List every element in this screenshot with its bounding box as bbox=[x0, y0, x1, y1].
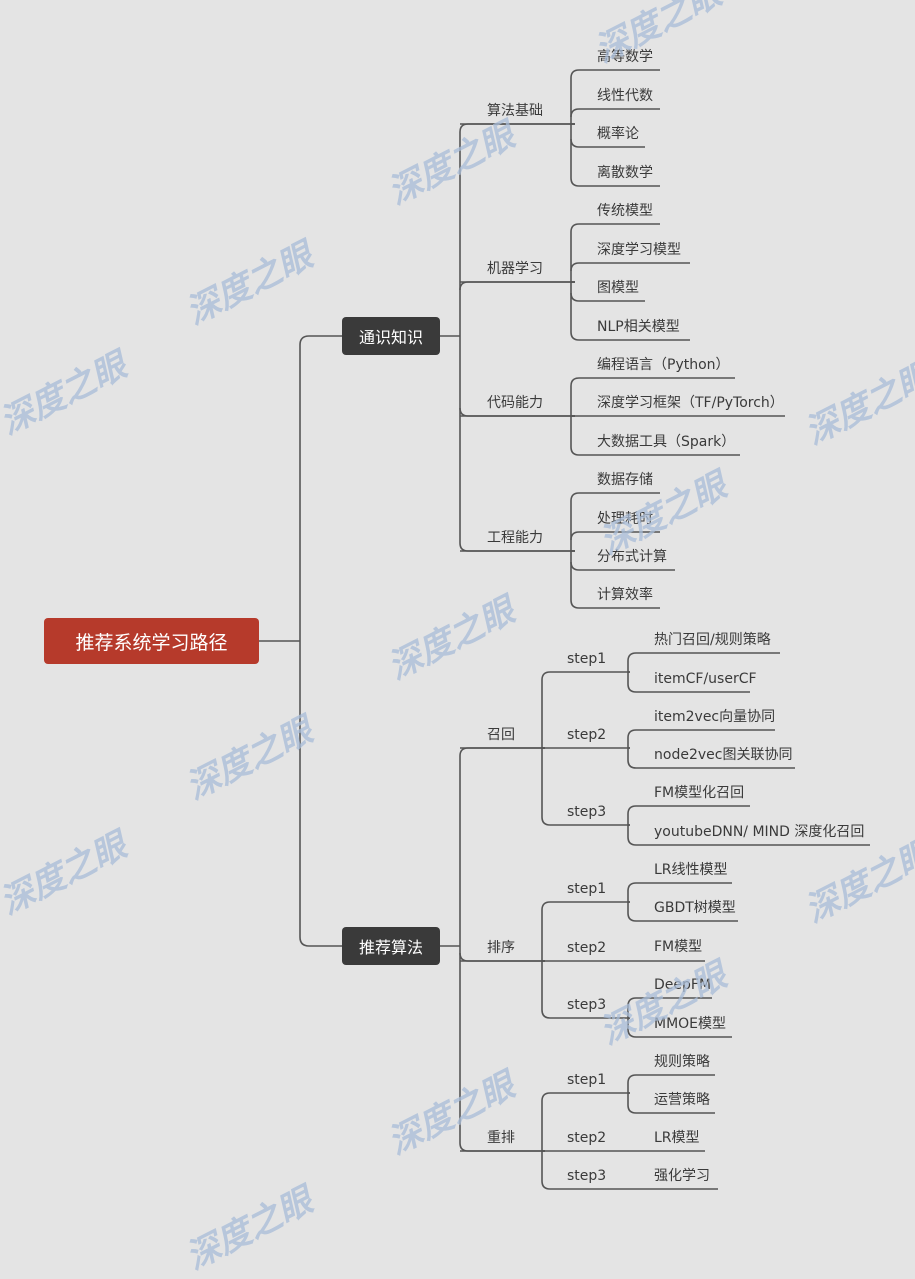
topic-node[interactable]: 处理耗时 bbox=[597, 511, 653, 527]
branch-rec-algorithms[interactable]: 推荐算法 bbox=[342, 927, 440, 965]
topic-node[interactable]: 离散数学 bbox=[597, 165, 653, 181]
connector-line bbox=[627, 729, 775, 739]
connector-line bbox=[541, 1009, 630, 1019]
connector-line bbox=[541, 1180, 630, 1190]
stage-node[interactable]: 重排 bbox=[487, 1130, 515, 1146]
topic-node[interactable]: 高等数学 bbox=[597, 49, 653, 65]
connector-line bbox=[627, 836, 870, 846]
connector-line bbox=[541, 1092, 630, 1102]
method-node[interactable]: 热门召回/规则策略 bbox=[654, 632, 771, 648]
connector-line bbox=[570, 599, 660, 609]
method-node[interactable]: LR线性模型 bbox=[654, 862, 728, 878]
step-node[interactable]: step1 bbox=[567, 1072, 607, 1088]
connector-line bbox=[459, 747, 545, 757]
stage-node[interactable]: 排序 bbox=[487, 940, 515, 956]
connector-line bbox=[570, 262, 690, 272]
method-node[interactable]: FM模型化召回 bbox=[654, 785, 745, 801]
method-node[interactable]: 规则策略 bbox=[654, 1054, 710, 1070]
step-node[interactable]: step2 bbox=[567, 727, 607, 743]
step-node[interactable]: step3 bbox=[567, 997, 607, 1013]
root-node[interactable]: 推荐系统学习路径 bbox=[44, 618, 259, 664]
method-node[interactable]: MMOE模型 bbox=[654, 1016, 727, 1032]
method-node[interactable]: GBDT树模型 bbox=[654, 900, 736, 916]
method-node[interactable]: 强化学习 bbox=[654, 1168, 710, 1184]
category-node[interactable]: 代码能力 bbox=[487, 395, 543, 411]
connector-line bbox=[627, 1074, 715, 1084]
connector-line bbox=[570, 331, 690, 341]
connector-line bbox=[627, 683, 750, 693]
method-node[interactable]: youtubeDNN/ MIND 深度化召回 bbox=[654, 824, 865, 840]
connector-line bbox=[627, 759, 795, 769]
connector-line bbox=[570, 492, 660, 502]
connector-line bbox=[627, 997, 712, 1007]
connector-line bbox=[459, 281, 575, 291]
category-node[interactable]: 算法基础 bbox=[487, 103, 543, 119]
connector-line bbox=[570, 108, 660, 118]
connector-line bbox=[570, 531, 660, 541]
connector-line bbox=[541, 816, 630, 826]
connector-line bbox=[299, 335, 342, 346]
connector-line bbox=[627, 805, 750, 815]
step-node[interactable]: step2 bbox=[567, 1130, 607, 1146]
step-node[interactable]: step1 bbox=[567, 881, 607, 897]
topic-node[interactable]: 图模型 bbox=[597, 280, 639, 296]
topic-node[interactable]: NLP相关模型 bbox=[597, 319, 680, 335]
topic-node[interactable]: 大数据工具（Spark） bbox=[597, 434, 736, 450]
connector-line bbox=[299, 936, 342, 947]
topic-node[interactable]: 深度学习模型 bbox=[597, 242, 681, 258]
connector-line bbox=[627, 882, 732, 892]
category-node[interactable]: 机器学习 bbox=[487, 261, 543, 277]
step-node[interactable]: step3 bbox=[567, 804, 607, 820]
topic-node[interactable]: 计算效率 bbox=[597, 587, 653, 603]
topic-node[interactable]: 深度学习框架（TF/PyTorch） bbox=[597, 395, 784, 411]
method-node[interactable]: itemCF/userCF bbox=[654, 671, 757, 687]
topic-node[interactable]: 线性代数 bbox=[597, 88, 653, 104]
topic-node[interactable]: 概率论 bbox=[597, 126, 639, 142]
connector-line bbox=[570, 69, 660, 79]
step-node[interactable]: step1 bbox=[567, 651, 607, 667]
method-node[interactable]: node2vec图关联协同 bbox=[654, 747, 793, 763]
connector-line bbox=[541, 671, 630, 681]
method-node[interactable]: 运营策略 bbox=[654, 1092, 710, 1108]
method-node[interactable]: FM模型 bbox=[654, 939, 703, 955]
connector-line bbox=[570, 223, 660, 233]
connector-line bbox=[459, 123, 575, 133]
connector-line bbox=[627, 1104, 715, 1114]
topic-node[interactable]: 传统模型 bbox=[597, 203, 653, 219]
step-node[interactable]: step3 bbox=[567, 1168, 607, 1184]
connector-line bbox=[627, 1028, 732, 1038]
connector-line bbox=[570, 377, 735, 387]
connector-line bbox=[541, 901, 630, 911]
stage-node[interactable]: 召回 bbox=[487, 727, 515, 743]
topic-node[interactable]: 分布式计算 bbox=[597, 549, 667, 565]
method-node[interactable]: DeepFM bbox=[654, 977, 712, 993]
topic-node[interactable]: 数据存储 bbox=[597, 472, 653, 488]
connector-line bbox=[627, 912, 738, 922]
category-node[interactable]: 工程能力 bbox=[487, 530, 543, 546]
connector-lines bbox=[259, 69, 870, 1190]
topic-node[interactable]: 编程语言（Python） bbox=[597, 357, 730, 373]
method-node[interactable]: LR模型 bbox=[654, 1130, 700, 1146]
step-node[interactable]: step2 bbox=[567, 940, 607, 956]
connector-line bbox=[570, 446, 740, 456]
method-node[interactable]: item2vec向量协同 bbox=[654, 709, 776, 725]
branch-general-knowledge[interactable]: 通识知识 bbox=[342, 317, 440, 355]
connector-line bbox=[570, 177, 660, 187]
connector-line bbox=[627, 652, 780, 662]
